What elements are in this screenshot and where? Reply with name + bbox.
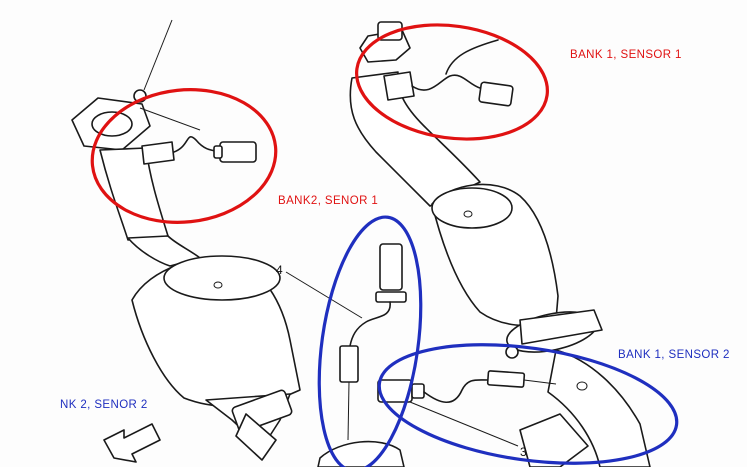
label-bank1-sensor2: BANK 1, SENSOR 2	[618, 349, 730, 361]
bank1-sensor2	[377, 370, 557, 447]
callout-3: 3	[520, 445, 527, 459]
callout-4: 4	[276, 263, 283, 277]
bank2-sensor1-highlight	[90, 88, 278, 224]
arrow-icon	[103, 423, 161, 463]
bank2-sensor2-highlight	[317, 215, 423, 467]
bank1-sensor2-highlight	[377, 343, 679, 465]
label-bank2-sensor2: NK 2, SENOR 2	[60, 399, 148, 411]
bank1-sensor1-highlight	[355, 23, 549, 141]
bank2-exhaust-assembly	[71, 19, 301, 461]
lower-pipe-section	[317, 413, 589, 467]
label-bank1-sensor1: BANK 1, SENSOR 1	[570, 49, 682, 61]
bank1-exhaust-assembly	[349, 21, 651, 467]
bank2-sensor1	[141, 136, 257, 165]
bank2-sensor2	[285, 243, 407, 441]
bank1-sensor1	[383, 39, 514, 107]
label-bank2-sensor1: BANK2, SENOR 1	[278, 195, 378, 207]
